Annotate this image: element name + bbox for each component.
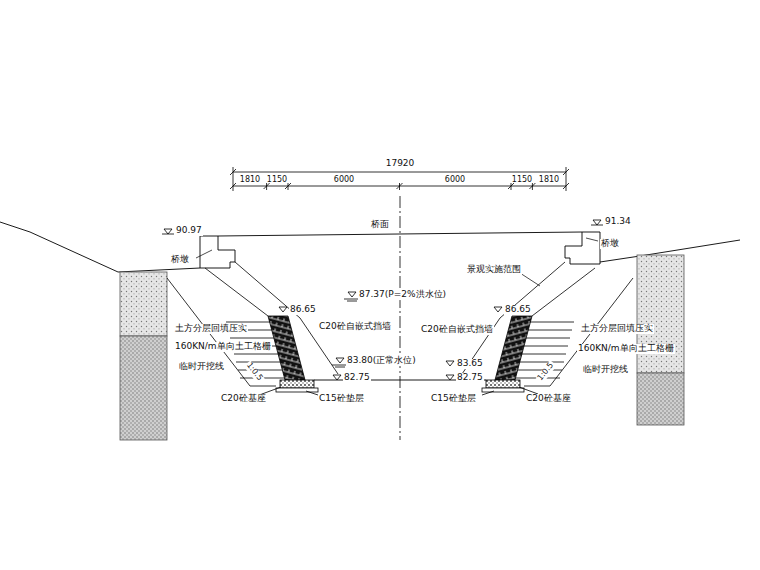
- part-name: 桥墩: [600, 239, 620, 249]
- pile-foundation: [637, 255, 684, 373]
- dimension-lines: [230, 167, 569, 191]
- elevation-symbol: [348, 292, 356, 297]
- elevation-value: 90.97: [175, 226, 203, 236]
- elevation-symbol: [494, 307, 502, 312]
- part-name: 桥墩: [170, 255, 190, 265]
- retaining-structure: [205, 268, 268, 316]
- part-name: C20砼基座: [220, 394, 267, 404]
- part-name: 景观实施范围: [466, 265, 522, 275]
- bridge-deck: [565, 232, 600, 264]
- elevation-symbol: [446, 361, 454, 366]
- elevation-symbol: [335, 367, 345, 368]
- part-name: 土方分层回填压实: [174, 324, 248, 334]
- slope-ratio: 1:0.5: [536, 360, 557, 383]
- elevation-value: 91.34: [604, 217, 632, 227]
- water-level: 83.80(正常水位): [346, 356, 417, 366]
- part-name: C20砼基座: [525, 394, 572, 404]
- retaining-structure: [486, 380, 520, 388]
- dimension-lines: [233, 172, 566, 173]
- dimension-value: 6000: [333, 176, 355, 185]
- part-name: 临时开挖线: [582, 365, 629, 375]
- pile-foundation: [120, 255, 684, 440]
- dimension-value: 1810: [538, 176, 560, 185]
- elevation-symbol: [162, 234, 174, 235]
- pile-foundation: [120, 272, 167, 336]
- dimension-lines: [233, 167, 234, 191]
- pile-foundation: [637, 373, 684, 425]
- dimension-value: 1150: [266, 176, 288, 185]
- bridge-deck: [200, 236, 235, 268]
- retaining-structure: [306, 391, 318, 395]
- elevation-symbol: [333, 375, 341, 380]
- bridge-deck: [218, 232, 582, 236]
- elevation-symbol: [591, 225, 603, 226]
- dimension-lines: [566, 167, 567, 191]
- part-name: 临时开挖线: [178, 362, 225, 372]
- part-name: C15砼垫层: [318, 394, 365, 404]
- leader-line: [196, 238, 598, 286]
- water-level: 87.37(P=2%洪水位): [358, 290, 447, 300]
- elevation-symbol: [162, 220, 603, 380]
- elevation-value: 83.65: [456, 359, 484, 369]
- elevation-value: 86.65: [289, 305, 317, 315]
- retaining-structure: [268, 316, 305, 380]
- pile-foundation: [120, 336, 167, 440]
- ground-line: [0, 222, 200, 272]
- dimension-lines: [230, 169, 569, 189]
- leader-line: [520, 273, 540, 286]
- centre-line: [400, 196, 401, 440]
- retaining-structure: [167, 262, 338, 395]
- part-name: 土方分层回填压实: [580, 324, 654, 334]
- elevation-value: 82.75: [343, 373, 371, 383]
- elevation-symbol: [279, 307, 287, 312]
- retaining-structure: [276, 388, 318, 392]
- leader-line: [196, 250, 212, 258]
- retaining-structure: [280, 380, 314, 388]
- retaining-structure: [532, 268, 595, 316]
- elevation-value: 82.75: [456, 373, 484, 383]
- leader-line: [586, 238, 598, 241]
- elevation-symbol: [336, 358, 344, 363]
- elevation-symbol: [446, 375, 454, 380]
- dimension-value: 6000: [444, 176, 466, 185]
- part-name: C15砼垫层: [430, 394, 477, 404]
- retaining-structure: [262, 387, 281, 394]
- retaining-structure: [482, 388, 524, 392]
- elevation-symbol: [593, 220, 601, 225]
- part-name: C20砼自嵌式挡墙: [318, 322, 392, 332]
- slope-ratio: 1:0.5: [244, 360, 265, 383]
- dimension-value: 17920: [385, 159, 416, 169]
- elevation-symbol: [347, 301, 357, 302]
- retaining-structure: [482, 391, 494, 395]
- part-name: 160KN/m单向土工格栅: [577, 344, 675, 354]
- elevation-value: 86.65: [504, 305, 532, 315]
- retaining-structure: [495, 316, 532, 380]
- part-name: 桥面: [370, 220, 390, 230]
- dimension-value: 1810: [239, 176, 261, 185]
- bridge-deck: [200, 232, 600, 268]
- elevation-symbol: [164, 229, 172, 234]
- retaining-structure: [519, 387, 538, 394]
- dimension-value: 1150: [511, 176, 533, 185]
- part-name: 160KN/m单向土工格栅: [174, 342, 272, 352]
- part-name: C20砼自嵌式挡墙: [420, 325, 494, 335]
